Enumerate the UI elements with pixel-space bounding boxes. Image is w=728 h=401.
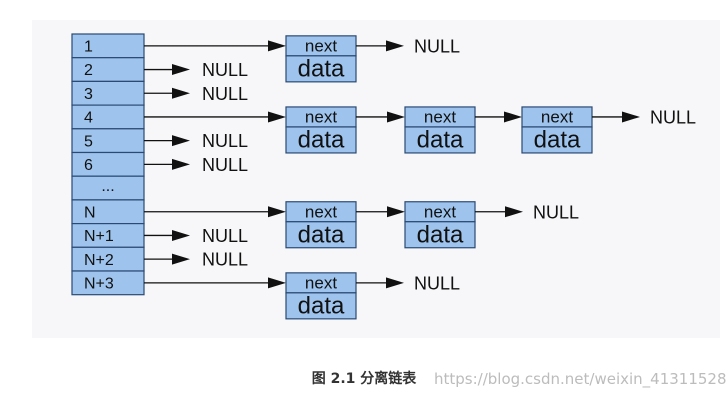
null-label: NULL (202, 84, 248, 104)
list-node-data-label: data (534, 126, 581, 153)
list-node-data-label: data (298, 126, 345, 153)
bucket-pointer-arrow-head (268, 111, 286, 123)
next-pointer-arrow-head (504, 111, 522, 123)
bucket-null-arrow-head (172, 158, 190, 170)
list-node-next-label: next (305, 202, 337, 221)
bucket-label: 2 (84, 62, 93, 79)
bucket-null-arrow-head (172, 87, 190, 99)
bucket-cell (71, 151, 145, 177)
list-node-next-label: next (541, 107, 573, 126)
null-label: NULL (414, 273, 460, 293)
list-node-next-label: next (424, 107, 456, 126)
next-pointer-arrow-head (387, 206, 405, 218)
list-node-next-label: next (305, 273, 337, 292)
bucket-label: ... (101, 178, 114, 195)
next-null-arrow-head (622, 111, 640, 123)
bucket-pointer-arrow-head (268, 40, 286, 52)
list-node-data-label: data (417, 126, 464, 153)
diagram-background (32, 20, 720, 338)
bucket-label: 1 (84, 39, 93, 56)
null-label: NULL (202, 250, 248, 270)
null-label: NULL (202, 131, 248, 151)
null-label: NULL (414, 36, 460, 56)
list-node-data-cell (285, 292, 357, 320)
list-node-data-cell (404, 221, 476, 249)
list-node-data-label: data (417, 221, 464, 248)
separate-chaining-diagram: 123456...NN+1N+2N+3nextdataNULLNULLNULLn… (71, 33, 696, 320)
watermark: https://blog.csdn.net/weixin_41311528 (434, 370, 727, 388)
bucket-label: 5 (84, 133, 93, 150)
null-label: NULL (202, 155, 248, 175)
bucket-cell (71, 57, 145, 83)
list-node-data-label: data (298, 221, 345, 248)
list-node-data-cell (285, 126, 357, 154)
list-node-data-cell (285, 221, 357, 249)
list-node-next-label: next (424, 202, 456, 221)
bucket-pointer-arrow-head (268, 206, 286, 218)
list-node-data-label: data (298, 292, 345, 319)
null-label: NULL (650, 107, 696, 127)
list-node-next-label: next (305, 36, 337, 55)
bucket-null-arrow-head (172, 229, 190, 241)
next-null-arrow-head (505, 206, 523, 218)
bucket-cell (71, 128, 145, 154)
bucket-pointer-arrow-head (268, 277, 286, 289)
list-node-data-label: data (298, 55, 345, 82)
figure-caption: 图 2.1 分离链表 (311, 371, 417, 387)
null-label: NULL (533, 202, 579, 222)
list-node-data-cell (521, 126, 593, 154)
bucket-cell (71, 199, 145, 225)
next-pointer-arrow-head (387, 111, 405, 123)
bucket-label: N+1 (84, 228, 114, 245)
bucket-null-arrow-head (172, 253, 190, 265)
bucket-label: 6 (84, 157, 93, 174)
bucket-label: N+2 (84, 252, 114, 269)
list-node-data-cell (285, 55, 357, 83)
bucket-label: 3 (84, 86, 93, 103)
bucket-null-arrow-head (172, 135, 190, 147)
next-null-arrow-head (386, 40, 404, 52)
bucket-cell (71, 80, 145, 106)
null-label: NULL (202, 60, 248, 80)
bucket-cell (71, 33, 145, 59)
bucket-label: N+3 (84, 276, 114, 293)
null-label: NULL (202, 226, 248, 246)
bucket-null-arrow-head (172, 64, 190, 76)
bucket-cell (71, 104, 145, 130)
next-null-arrow-head (386, 277, 404, 289)
bucket-label: 4 (84, 110, 93, 127)
list-node-next-label: next (305, 107, 337, 126)
bucket-label: N (84, 204, 96, 221)
list-node-data-cell (404, 126, 476, 154)
